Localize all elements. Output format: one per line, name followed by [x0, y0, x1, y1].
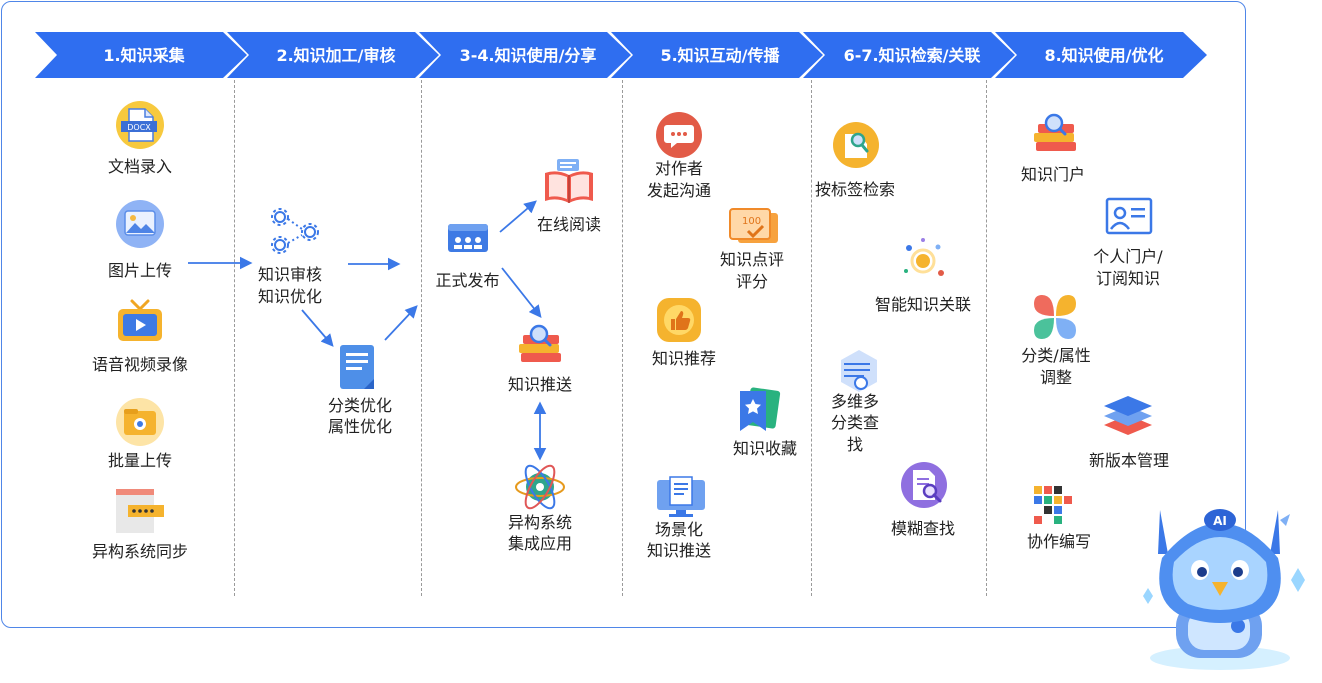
robot-badge-text: AI: [1213, 514, 1227, 528]
classify-label-line1: 分类优化: [327, 396, 392, 415]
bookmark-icon: [740, 387, 781, 431]
stage-3-header: 3-4.知识使用/分享: [419, 32, 631, 78]
monitor-icon: [657, 476, 705, 517]
comm-label-line2: 发起沟通: [646, 181, 711, 200]
stage-5-header: 6-7.知识检索/关联: [803, 32, 1015, 78]
stage-2-label: 2.知识加工/审核: [276, 45, 396, 65]
document-icon: [340, 345, 374, 389]
personal-label-line2: 订阅知识: [1095, 269, 1160, 288]
stage-6-chevron: [995, 32, 1207, 78]
score-badge-text: 100: [742, 216, 761, 227]
sync-icon: [116, 489, 164, 533]
book-icon: [545, 159, 593, 203]
docx-badge-text: DOCX: [127, 123, 151, 132]
sparkle-link-icon: [904, 238, 944, 276]
docx-icon: DOCX: [116, 101, 164, 149]
video-icon: [118, 299, 162, 341]
arrow-publish-to-push: [501, 267, 542, 318]
stage-3-chevron: [419, 32, 631, 78]
arrow-classify-to-publish: [384, 305, 418, 341]
review-score-label-line2: 评分: [735, 272, 768, 291]
stage-4-header: 5.知识互动/传播: [611, 32, 823, 78]
adjust-label-line2: 调整: [1039, 368, 1072, 387]
stage-1-header: 1.知识采集: [35, 32, 247, 78]
hetero-sync-label: 异构系统同步: [91, 542, 188, 561]
portal-books-icon: [1034, 113, 1076, 151]
diagram-frame: [1, 1, 1246, 628]
column-divider: [986, 80, 987, 596]
stage-1-label: 1.知识采集: [103, 45, 185, 65]
scene-label-line2: 知识推送: [646, 541, 711, 560]
thumbs-up-icon: [657, 298, 701, 342]
recommend-label: 知识推荐: [651, 349, 716, 368]
comm-label-line1: 对作者: [654, 159, 703, 178]
stage-4-label: 5.知识互动/传播: [660, 45, 780, 65]
score-card-icon: 100: [729, 208, 778, 243]
petals-icon: [1034, 295, 1076, 339]
batch-upload-label: 批量上传: [107, 451, 172, 470]
integrate-label-line2: 集成应用: [507, 534, 572, 553]
collab-label: 协作编写: [1026, 532, 1091, 551]
personal-label-line1: 个人门户/: [1093, 247, 1163, 266]
push-label: 知识推送: [507, 375, 572, 394]
collect-label: 知识收藏: [732, 439, 797, 458]
stage-2-chevron: [227, 32, 439, 78]
hexagon-search-icon: [841, 350, 877, 392]
multi-label-line3: 找: [846, 435, 863, 454]
stage-6-label: 8.知识使用/优化: [1044, 45, 1164, 65]
stage-5-chevron: [803, 32, 1015, 78]
stage-3-label: 3-4.知识使用/分享: [459, 45, 597, 65]
ai-robot-mascot: AI: [1143, 509, 1305, 670]
column-divider: [234, 80, 235, 596]
review-label-line2: 知识优化: [258, 287, 323, 306]
image-upload-label: 图片上传: [107, 261, 172, 280]
doc-entry-label: 文档录入: [107, 157, 172, 176]
fuzzy-search-icon: [901, 462, 947, 508]
layers-icon: [1104, 396, 1152, 435]
collab-blocks-icon: [1034, 486, 1072, 524]
review-score-label-line1: 知识点评: [719, 250, 784, 269]
version-label: 新版本管理: [1088, 451, 1169, 470]
arrow-publish-to-read: [499, 200, 537, 233]
adjust-label-line1: 分类/属性: [1021, 346, 1091, 365]
stage-2-header: 2.知识加工/审核: [227, 32, 439, 78]
folder-upload-icon: [116, 398, 164, 446]
multi-label-line2: 分类查: [830, 413, 879, 432]
stage-6-header: 8.知识使用/优化: [995, 32, 1207, 78]
image-icon: [116, 200, 164, 248]
av-record-label: 语音视频录像: [91, 355, 188, 374]
chat-icon: [656, 112, 702, 158]
stage-4-chevron: [611, 32, 823, 78]
column-divider: [811, 80, 812, 596]
arrow-review-to-classify: [301, 309, 334, 347]
tag-search-icon: [833, 122, 879, 168]
smart-link-label: 智能知识关联: [874, 295, 971, 314]
publish-board-icon: [448, 224, 488, 252]
stage-5-label: 6-7.知识检索/关联: [843, 45, 981, 65]
atom-icon: [515, 464, 565, 510]
gears-icon: [271, 208, 319, 254]
scene-label-line1: 场景化: [654, 520, 703, 539]
push-books-icon: [519, 324, 561, 362]
fuzzy-label: 模糊查找: [890, 519, 955, 538]
column-divider: [421, 80, 422, 596]
personal-portal-icon: [1105, 197, 1153, 235]
classify-label-line2: 属性优化: [327, 417, 392, 436]
publish-label: 正式发布: [435, 271, 500, 290]
column-divider: [622, 80, 623, 596]
stage-1-chevron: [35, 32, 247, 78]
multi-label-line1: 多维多: [830, 392, 879, 411]
review-label-line1: 知识审核: [258, 265, 323, 284]
tag-search-label: 按标签检索: [814, 180, 895, 199]
portal-label: 知识门户: [1020, 165, 1085, 184]
online-read-label: 在线阅读: [536, 215, 601, 234]
integrate-label-line1: 异构系统: [507, 513, 572, 532]
